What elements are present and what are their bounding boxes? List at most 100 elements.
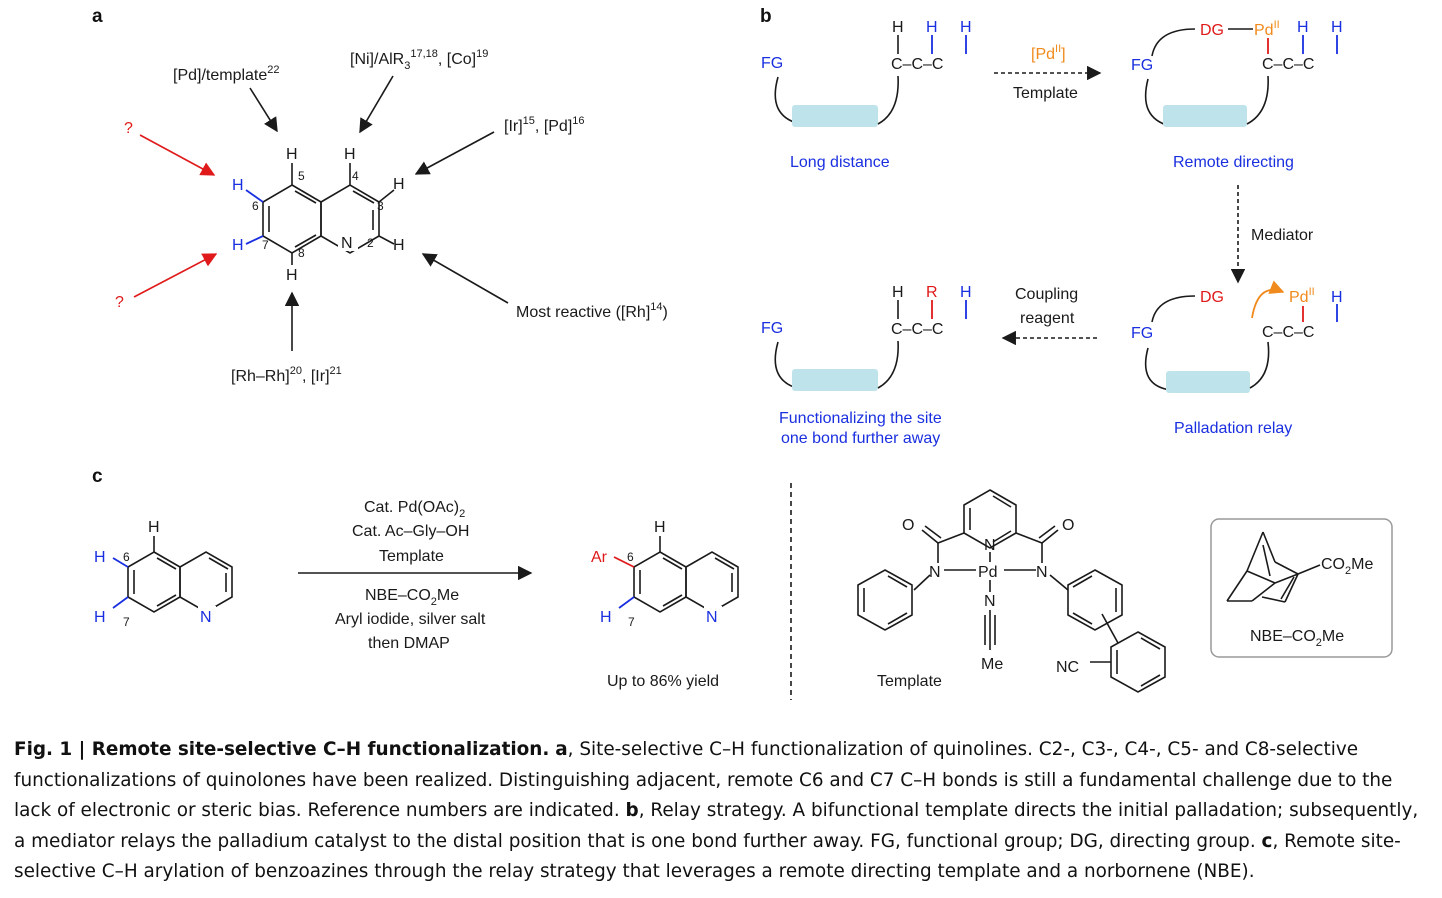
- atom-o: O: [902, 517, 914, 534]
- label-mediator: Mediator: [1251, 227, 1314, 244]
- caption-functionalizing-1: Functionalizing the site: [779, 410, 942, 427]
- arrow-ni: [359, 75, 394, 134]
- atom-h4: H: [344, 146, 356, 163]
- arrow-question-c6: [139, 134, 216, 176]
- pos-6: 6: [252, 199, 259, 213]
- pos-6: 6: [123, 550, 130, 564]
- label-ni-co: [Ni]/AlR317,18, [Co]19: [350, 48, 488, 72]
- chain-c-c-c: C–C–C: [1262, 56, 1314, 73]
- pos-2: 2: [367, 236, 374, 250]
- atom-h5: H: [286, 146, 298, 163]
- atom-r: R: [926, 284, 938, 301]
- label-template: Template: [1013, 85, 1078, 102]
- caption-b-label: b: [625, 800, 639, 821]
- condition-4: NBE–CO2Me: [365, 587, 459, 608]
- label-reagent: reagent: [1020, 310, 1075, 327]
- atom-h-blue: H: [926, 19, 938, 36]
- pos-7: 7: [123, 615, 130, 629]
- atom-h-blue: H: [94, 609, 106, 626]
- template-structure: [857, 489, 1166, 693]
- fg-label: FG: [1131, 57, 1153, 74]
- caption-remote-directing: Remote directing: [1173, 154, 1294, 171]
- pd-label: PdII: [1254, 19, 1280, 39]
- atom-h6: H: [232, 177, 244, 194]
- norbornene-structure: [1226, 531, 1321, 603]
- caption-c-label: c: [1261, 830, 1273, 852]
- pd-reagent: [PdII]: [1031, 43, 1066, 63]
- arrow-question-c7: [133, 253, 218, 298]
- quinoline-product: [613, 536, 739, 613]
- atom-ar: Ar: [591, 549, 608, 566]
- atom-n: N: [200, 609, 212, 626]
- condition-3: Template: [379, 548, 444, 565]
- panel-a-label: a: [92, 6, 103, 27]
- label-coupling: Coupling: [1015, 286, 1078, 303]
- label-most-reactive: Most reactive ([Rh]14): [516, 301, 668, 321]
- atom-h-blue: H: [960, 19, 972, 36]
- panel-a: a N H H H H H H H 5 4 3 2: [92, 6, 668, 385]
- dg-label: DG: [1200, 22, 1224, 39]
- caption-a-text: , Site-selective C–H functionalization o…: [14, 739, 1393, 821]
- condition-1: Cat. Pd(OAc)2: [364, 499, 465, 520]
- pos-7: 7: [262, 238, 269, 252]
- orange-relay-arrow: [1251, 280, 1285, 319]
- label-question-c7: ?: [115, 294, 124, 311]
- template-label: Template: [877, 673, 942, 690]
- arrow-ir-pd: [414, 131, 495, 175]
- atom-n: N: [341, 235, 353, 252]
- atom-n: N: [984, 537, 996, 554]
- atom-h-blue: H: [1331, 19, 1343, 36]
- pos-3: 3: [377, 199, 384, 213]
- label-pd-template: [Pd]/template22: [173, 64, 280, 84]
- pos-4: 4: [352, 169, 359, 183]
- atom-nc: NC: [1056, 659, 1079, 676]
- atom-n: N: [929, 564, 941, 581]
- caption-b-text: , Relay strategy. A bifunctional templat…: [14, 800, 1419, 852]
- pd-label: PdII: [1289, 286, 1315, 306]
- panel-c: c N H H H 6 7 Cat. Pd(OAc)2 Cat. Ac–Gly–…: [92, 466, 1393, 700]
- nbe-box: CO2Me NBE–CO2Me: [1210, 518, 1393, 658]
- yield-label: Up to 86% yield: [607, 673, 719, 690]
- atom-h-blue: H: [1331, 289, 1343, 306]
- atom-pd: Pd: [978, 564, 998, 581]
- label-rhrh-ir: [Rh–Rh]20, [Ir]21: [231, 365, 342, 385]
- atom-h2: H: [393, 237, 405, 254]
- atom-h-blue: H: [1297, 19, 1309, 36]
- atom-o: O: [1062, 517, 1074, 534]
- label-ir-pd: [Ir]15, [Pd]16: [504, 115, 585, 135]
- caption-long-distance: Long distance: [790, 154, 890, 171]
- fg-label: FG: [761, 55, 783, 72]
- caption-functionalizing-2: one bond further away: [781, 430, 940, 447]
- caption-palladation-relay: Palladation relay: [1174, 420, 1292, 437]
- atom-h: H: [654, 519, 666, 536]
- atom-n: N: [706, 609, 718, 626]
- condition-5: Aryl iodide, silver salt: [335, 611, 486, 628]
- fg-label: FG: [1131, 325, 1153, 342]
- atom-me: Me: [981, 656, 1003, 673]
- dg-label: DG: [1200, 289, 1224, 306]
- label-question-c6: ?: [124, 120, 133, 137]
- chain-c-c-c: C–C–C: [891, 321, 943, 338]
- caption-a-label: a: [555, 739, 568, 760]
- atom-h-blue: H: [600, 609, 612, 626]
- quinoline-structure: [245, 163, 395, 265]
- arrow-pd-template: [249, 87, 278, 133]
- co2me-label: CO2Me: [1321, 556, 1373, 577]
- unit-functionalized: FG C–C–C H R H Functionalizing the site …: [761, 284, 972, 447]
- condition-2: Cat. Ac–Gly–OH: [352, 523, 469, 540]
- atom-n: N: [1036, 564, 1048, 581]
- nbe-label: NBE–CO2Me: [1250, 628, 1344, 649]
- condition-6: then DMAP: [368, 635, 450, 652]
- figure-caption: Fig. 1 | Remote site-selective C–H funct…: [14, 735, 1430, 888]
- unit-long-distance: FG C–C–C H H H Long distance: [761, 19, 972, 171]
- quinoline-start: [112, 536, 233, 613]
- pos-5: 5: [298, 169, 305, 183]
- atom-h: H: [148, 519, 160, 536]
- atom-h-blue: H: [960, 284, 972, 301]
- fg-label: FG: [761, 320, 783, 337]
- pos-6: 6: [627, 550, 634, 564]
- panel-c-label: c: [92, 466, 103, 487]
- atom-n: N: [984, 593, 996, 610]
- unit-palladation-relay: FG DG PdII C–C–C H Palladation relay: [1131, 280, 1343, 437]
- figure-diagram: a N H H H H H H H 5 4 3 2: [92, 6, 1393, 700]
